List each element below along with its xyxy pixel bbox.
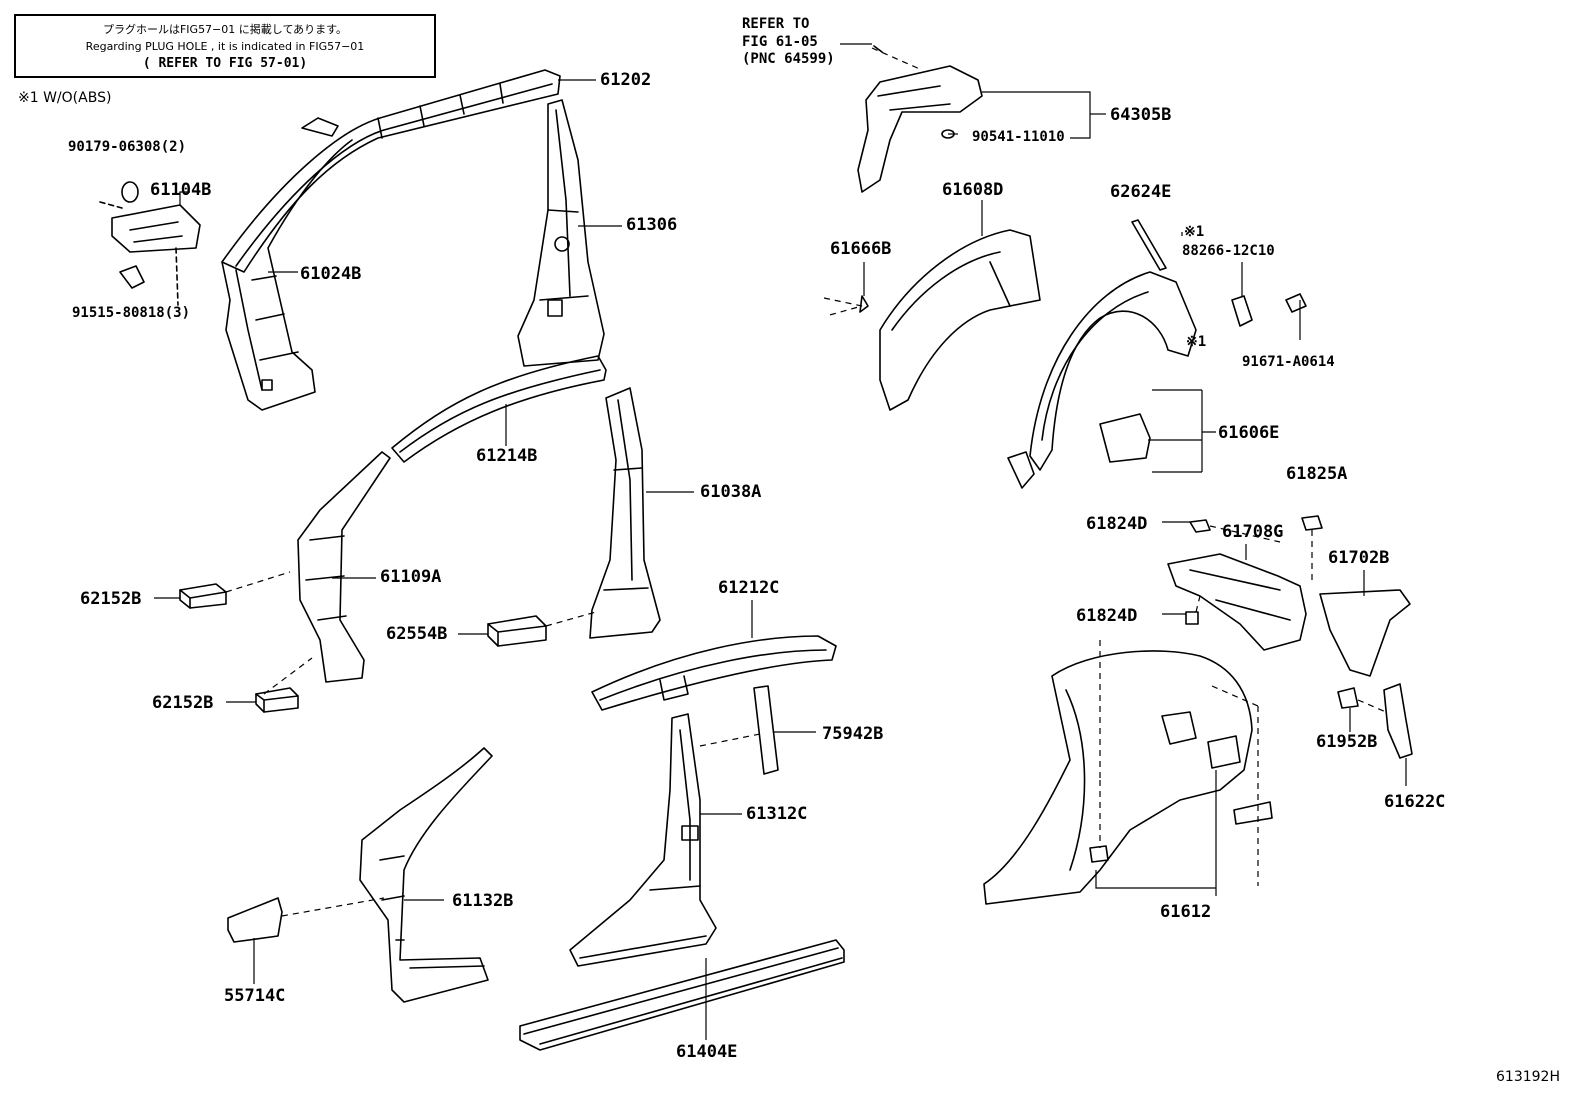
roof-side-outer-part [591, 635, 837, 711]
refer-note: REFER TO FIG 61-05 (PNC 64599) [742, 16, 835, 69]
part-label-61312C[interactable]: 61312C [746, 804, 808, 824]
seal-strip-part [1131, 219, 1167, 271]
part-label-75942B[interactable]: 75942B [822, 724, 884, 744]
center-pillar-inner-part [589, 387, 661, 639]
part-label-90541-11010[interactable]: 90541-11010 [972, 129, 1065, 145]
part-label-55714C[interactable]: 55714C [224, 986, 286, 1006]
part-label-61824D-lower[interactable]: 61824D [1076, 606, 1138, 626]
rocker-panel-part [519, 939, 845, 1051]
refer-line-1: REFER TO [742, 16, 810, 32]
pad-62152B-upper [179, 583, 227, 609]
part-label-64305B[interactable]: 64305B [1110, 105, 1172, 125]
wheelhouse-outer-part [1007, 271, 1197, 489]
roof-side-rail-part [221, 69, 561, 273]
plug-61825A [1301, 515, 1323, 531]
part-label-61202[interactable]: 61202 [600, 70, 652, 90]
part-label-61952B[interactable]: 61952B [1316, 732, 1378, 752]
plug-hole-note: プラグホールはFIG57−01 に掲載してあります。 Regarding PLU… [14, 14, 436, 78]
part-label-61038A[interactable]: 61038A [700, 482, 762, 502]
part-label-61606E[interactable]: 61606E [1218, 423, 1280, 443]
part-label-91515-80818[interactable]: 91515-80818(3) [72, 305, 191, 321]
plug-61824D-upper [1189, 519, 1211, 533]
part-label-61608D[interactable]: 61608D [942, 180, 1004, 200]
refer-line-3: (PNC 64599) [742, 51, 835, 67]
part-label-61824D-upper[interactable]: 61824D [1086, 514, 1148, 534]
wheelhouse-inner-part [859, 229, 1041, 411]
part-label-61306[interactable]: 61306 [626, 215, 678, 235]
abs-mark-88266: ※1 [1184, 224, 1205, 240]
part-label-61214B[interactable]: 61214B [476, 446, 538, 466]
part-label-61622C[interactable]: 61622C [1384, 792, 1446, 812]
front-pillar-lower-part [359, 747, 493, 1003]
rear-panel-part [1167, 553, 1307, 651]
sensor-88266 [1231, 295, 1253, 327]
bolt-91671 [1285, 293, 1307, 313]
part-label-62152B-upper[interactable]: 62152B [80, 589, 142, 609]
reinforcement-64305B-part [857, 45, 983, 193]
note-line-english: Regarding PLUG HOLE , it is indicated in… [85, 40, 365, 53]
part-label-61612[interactable]: 61612 [1160, 902, 1212, 922]
roof-rail-inner-part [391, 355, 607, 463]
part-label-61132B[interactable]: 61132B [452, 891, 514, 911]
plug-61824D-lower [1185, 611, 1199, 625]
part-label-61024B[interactable]: 61024B [300, 264, 362, 284]
extension-61702B-part [1319, 589, 1411, 677]
note-line-japanese: プラグホールはFIG57−01 に掲載してあります。 [102, 23, 348, 36]
note-line-refer: ( REFER TO FIG 57-01) [142, 56, 308, 71]
center-pillar-outer-part [517, 99, 605, 367]
plug-61952B [1337, 687, 1359, 709]
part-label-61404E[interactable]: 61404E [676, 1042, 738, 1062]
part-label-91671-A0614[interactable]: 91671-A0614 [1242, 354, 1335, 370]
part-label-61825A[interactable]: 61825A [1286, 464, 1348, 484]
part-label-61212C[interactable]: 61212C [718, 578, 780, 598]
part-label-62152B-lower[interactable]: 62152B [152, 693, 214, 713]
part-label-62624E[interactable]: 62624E [1110, 182, 1172, 202]
part-label-62554B[interactable]: 62554B [386, 624, 448, 644]
front-pillar-inner-part [297, 451, 391, 683]
part-label-61708G[interactable]: 61708G [1222, 522, 1284, 542]
figure-id: 613192H [1496, 1069, 1560, 1085]
abs-mark-91671: ※1 [1186, 334, 1207, 350]
part-label-88266-12C10[interactable]: 88266-12C10 [1182, 243, 1275, 259]
refer-line-2: FIG 61-05 [742, 33, 818, 50]
part-label-61702B[interactable]: 61702B [1328, 548, 1390, 568]
front-pillar-outer-part [221, 139, 353, 411]
garnish-part [753, 685, 779, 775]
bracket-55714C-part [227, 897, 283, 943]
pad-62152B-lower [255, 687, 299, 713]
center-pillar-reinforcement-part [569, 713, 717, 967]
pad-62554B [487, 615, 547, 647]
part-label-61109A[interactable]: 61109A [380, 567, 442, 587]
part-label-61104B[interactable]: 61104B [150, 180, 212, 200]
abs-footnote: ※1 W/O(ABS) [18, 90, 112, 106]
part-label-90179-06308[interactable]: 90179-06308(2) [68, 139, 187, 155]
part-label-61666B[interactable]: 61666B [830, 239, 892, 259]
bracket-part [99, 181, 201, 306]
extension-61622C-part [1383, 683, 1413, 759]
quarter-panel-part [983, 650, 1273, 905]
